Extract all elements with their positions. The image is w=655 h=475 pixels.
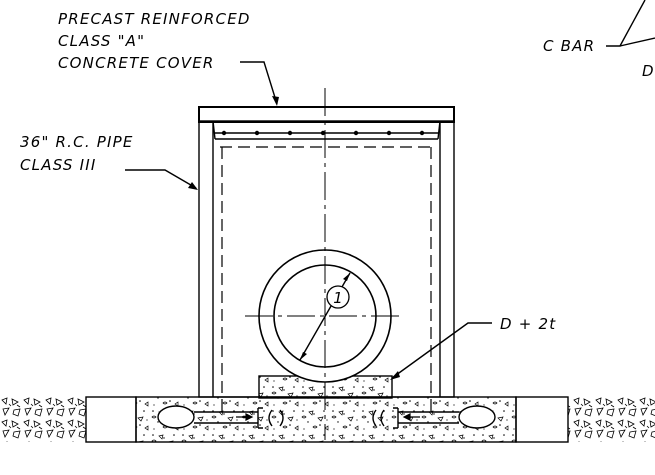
diameter-arrow-1 bbox=[343, 273, 350, 281]
callout-number: 1 bbox=[333, 289, 343, 307]
rebar-dot bbox=[386, 130, 392, 136]
right-flow-arrow bbox=[402, 413, 420, 421]
cover-leader-arrow bbox=[272, 96, 279, 106]
left-flow-arrow bbox=[236, 413, 254, 421]
rebar-dot bbox=[254, 130, 260, 136]
cover-label-line2: CLASS "A" bbox=[58, 32, 145, 50]
rebar-dot bbox=[353, 130, 359, 136]
right-weep-hole bbox=[372, 407, 399, 429]
pipe-label-line2: CLASS III bbox=[20, 156, 96, 174]
rebar-dot bbox=[320, 130, 326, 136]
dim-leader bbox=[391, 322, 492, 379]
dim-leader-arrow bbox=[390, 371, 400, 380]
d-label-partial: D bbox=[642, 62, 655, 80]
pipe-label-line1: 36" R.C. PIPE bbox=[20, 133, 134, 151]
gravel-left bbox=[0, 397, 86, 442]
diameter-arrow-2 bbox=[300, 352, 307, 360]
cover-label-line3: CONCRETE COVER bbox=[58, 54, 215, 72]
rebar-dot bbox=[287, 130, 293, 136]
cbar-leader-2 bbox=[619, 37, 655, 47]
c-bar-label: C BAR bbox=[543, 37, 595, 55]
base-slab-left-end bbox=[85, 396, 137, 443]
cover-taper-left bbox=[212, 120, 216, 140]
pipe-leader-arrow bbox=[188, 182, 198, 190]
base-slab-right-end bbox=[515, 396, 569, 443]
rebar-dot bbox=[221, 130, 227, 136]
pipe-leader bbox=[125, 169, 197, 189]
concrete-cover bbox=[198, 106, 455, 123]
dimension-label: D + 2t bbox=[500, 315, 556, 333]
left-weep-hole bbox=[257, 407, 284, 429]
cover-label-line1: PRECAST REINFORCED bbox=[58, 10, 251, 28]
gravel-right bbox=[568, 397, 655, 442]
callout-circle bbox=[326, 285, 350, 309]
base-slab bbox=[135, 396, 517, 443]
rebar-dots bbox=[221, 130, 425, 136]
base-channels bbox=[157, 405, 496, 429]
left-pipe-end bbox=[157, 405, 195, 429]
rebar-dot bbox=[419, 130, 425, 136]
right-pipe-end bbox=[458, 405, 496, 429]
cbar-leader bbox=[606, 0, 646, 47]
cover-taper-right bbox=[437, 120, 441, 140]
cover-leader bbox=[240, 61, 278, 105]
